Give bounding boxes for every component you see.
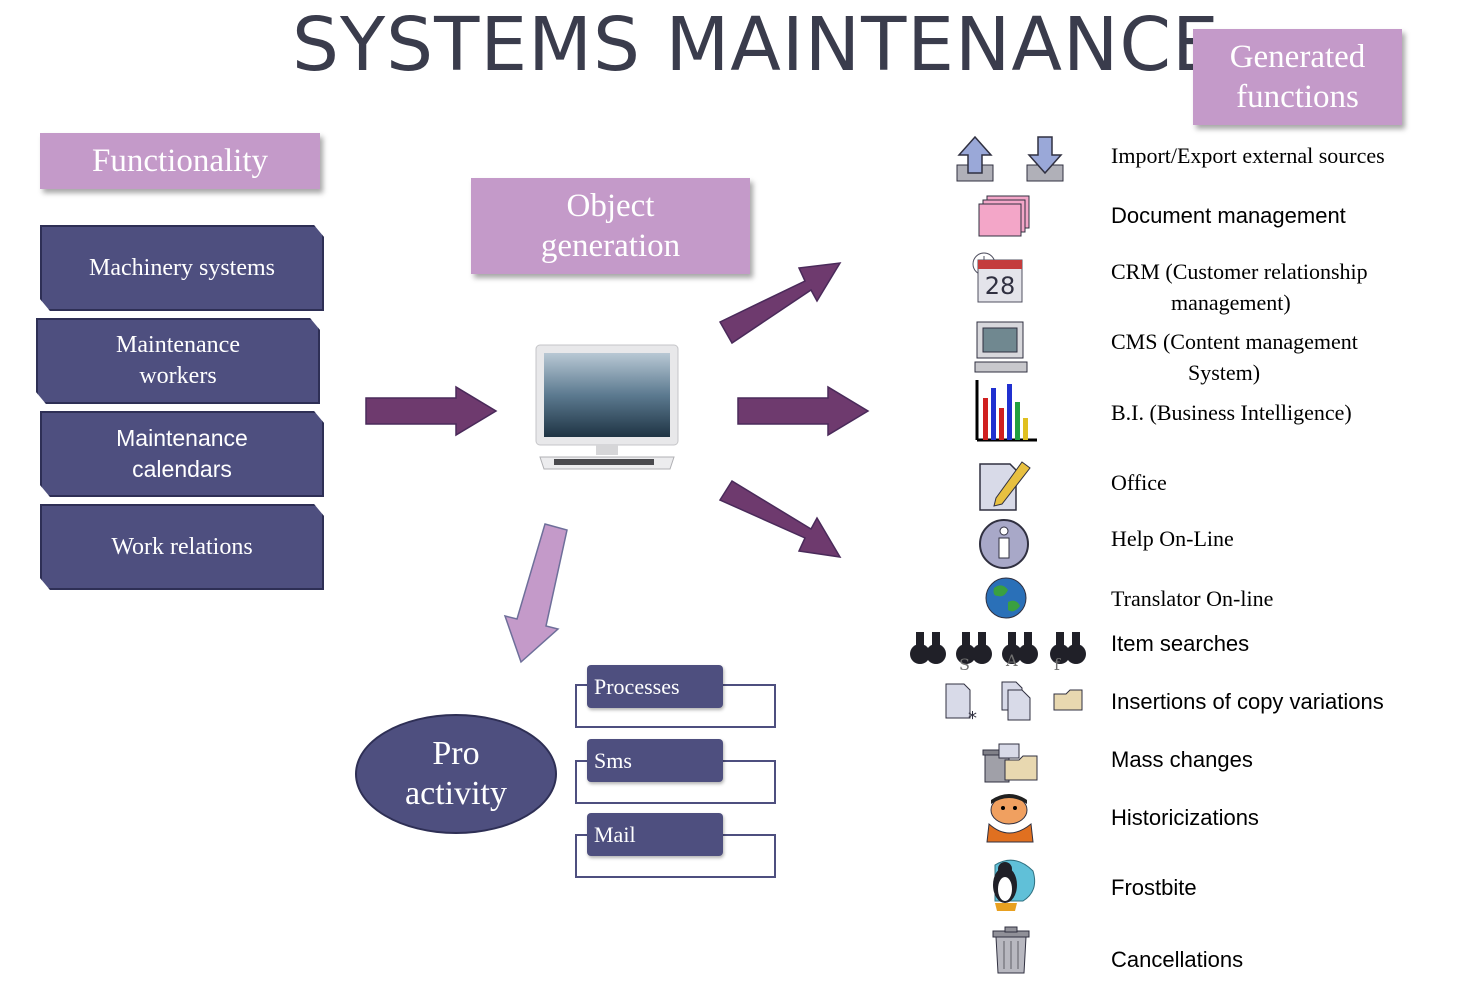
page-title: SYSTEMS MAINTENANCE [292, 2, 1220, 88]
function-frostbite: Frostbite [1111, 875, 1197, 900]
function-bi: B.I. (Business Intelligence) [1111, 400, 1352, 425]
functionality-item-maintenance-calendars[interactable]: Maintenance calendars [40, 411, 324, 497]
processes-button[interactable]: Processes [587, 665, 723, 708]
generated-functions-header: Generated functions [1193, 29, 1402, 125]
computer-icon [535, 344, 679, 470]
arrow-to-pro-activity [503, 523, 568, 664]
function-cms: CMS (Content management System) [1111, 329, 1358, 385]
arrow-to-functions [737, 385, 870, 437]
mail-button[interactable]: Mail [587, 813, 723, 856]
pencil-document-icon [979, 461, 1031, 511]
function-insertions: Insertions of copy variations [1111, 689, 1384, 714]
svg-text:*: * [968, 708, 977, 729]
function-historicizations: Historicizations [1111, 805, 1259, 830]
arrow-up-right [718, 262, 842, 345]
caveman-icon [986, 794, 1034, 843]
function-crm: CRM (Customer relationship management) [1111, 259, 1368, 315]
function-translator-online: Translator On-line [1111, 586, 1274, 611]
arrow-down-right [718, 479, 842, 558]
binoculars-icon: S A f [910, 632, 1086, 674]
functionality-item-work-relations[interactable]: Work relations [40, 504, 324, 590]
bar-chart-icon [975, 380, 1037, 442]
svg-text:S: S [959, 655, 970, 674]
globe-icon [985, 577, 1027, 619]
function-cancellations: Cancellations [1111, 947, 1244, 972]
function-item-searches: Item searches [1111, 631, 1250, 656]
penguin-icon [993, 859, 1036, 911]
function-office: Office [1111, 470, 1167, 495]
calendar-icon: 28 [972, 252, 1023, 303]
svg-text:f: f [1054, 655, 1061, 674]
functionality-item-machinery-systems[interactable]: Machinery systems [40, 225, 324, 311]
trash-folder-icon [982, 743, 1038, 783]
svg-text:28: 28 [985, 272, 1016, 300]
copy-document-icon: * [945, 681, 1083, 729]
functionality-item-maintenance-workers[interactable]: Maintenance workers [36, 318, 320, 404]
pro-activity-ellipse[interactable]: Pro activity [355, 714, 557, 834]
computer-monitor-icon [974, 321, 1028, 373]
function-document-management: Document management [1111, 203, 1346, 228]
function-mass-changes: Mass changes [1111, 747, 1253, 772]
info-icon [979, 519, 1029, 569]
sms-button[interactable]: Sms [587, 739, 723, 782]
trash-icon [992, 926, 1030, 974]
function-import-export: Import/Export external sources [1111, 143, 1385, 168]
download-arrow-icon [1026, 136, 1064, 182]
svg-text:A: A [1005, 651, 1018, 670]
object-generation-header: Object generation [471, 178, 750, 274]
upload-arrow-icon [956, 135, 994, 182]
function-help-online: Help On-Line [1111, 526, 1234, 551]
arrow-to-computer [365, 385, 498, 437]
functionality-header: Functionality [40, 133, 320, 189]
document-stack-icon [978, 195, 1030, 237]
